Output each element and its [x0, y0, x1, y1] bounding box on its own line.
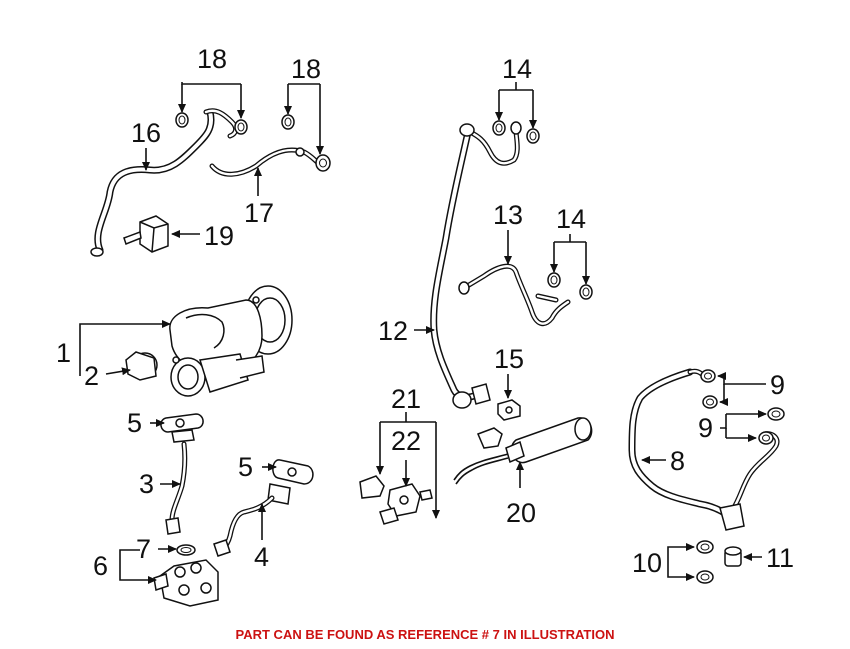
seal-rings-10: [696, 540, 714, 584]
seal-rings-9: [700, 369, 785, 445]
sensor-15: [497, 399, 521, 421]
callout-2: 2: [84, 361, 99, 391]
callout-4: 4: [254, 542, 269, 572]
callout-15: 15: [494, 344, 524, 374]
callout-14-right: 14: [556, 204, 586, 234]
coolant-pipe-17: [209, 147, 323, 177]
canister-20: [453, 417, 593, 485]
callout-9-bottom: 9: [698, 413, 713, 443]
oil-line-3: [165, 429, 195, 535]
connector-21-22: [359, 427, 503, 525]
coolant-pipe-8: [628, 368, 780, 531]
leader-lines: [79, 82, 767, 584]
callout-6: 6: [93, 551, 108, 581]
callout-19: 19: [204, 221, 234, 251]
gasket-5-right: [272, 459, 314, 485]
callout-22: 22: [391, 426, 421, 456]
gasket-5-left: [160, 413, 204, 433]
callout-7: 7: [136, 534, 151, 564]
fitting-11: [724, 546, 742, 567]
seal-rings-14-right: [547, 272, 593, 300]
reference-caption: PART CAN BE FOUND AS REFERENCE # 7 IN IL…: [235, 627, 615, 642]
callout-20: 20: [506, 498, 536, 528]
callout-1: 1: [56, 338, 71, 368]
callout-18-right: 18: [291, 54, 321, 84]
actuator-2: [125, 351, 158, 381]
oil-housing-6: [153, 559, 219, 607]
callout-3: 3: [139, 469, 154, 499]
valve-19: [123, 215, 169, 253]
callout-16: 16: [131, 118, 161, 148]
callout-5-right: 5: [238, 452, 253, 482]
callout-11: 11: [766, 543, 794, 573]
callout-13: 13: [493, 200, 523, 230]
callout-9-top: 9: [770, 370, 785, 400]
seal-ring-7: [176, 544, 196, 556]
callout-17: 17: [244, 198, 274, 228]
turbocharger-1: [169, 285, 293, 397]
seal-rings-18: [175, 112, 331, 172]
coolant-pipe-12: [430, 123, 520, 409]
coolant-pipe-13: [458, 263, 571, 327]
callout-10: 10: [632, 548, 662, 578]
seal-rings-14-top: [492, 120, 540, 144]
oil-line-4: [213, 483, 291, 557]
callout-18-left: 18: [197, 44, 227, 74]
callout-14-top: 14: [502, 54, 532, 84]
callout-5-left: 5: [127, 408, 142, 438]
callout-12: 12: [378, 316, 408, 346]
callout-8: 8: [670, 446, 685, 476]
callout-21: 21: [391, 384, 421, 414]
